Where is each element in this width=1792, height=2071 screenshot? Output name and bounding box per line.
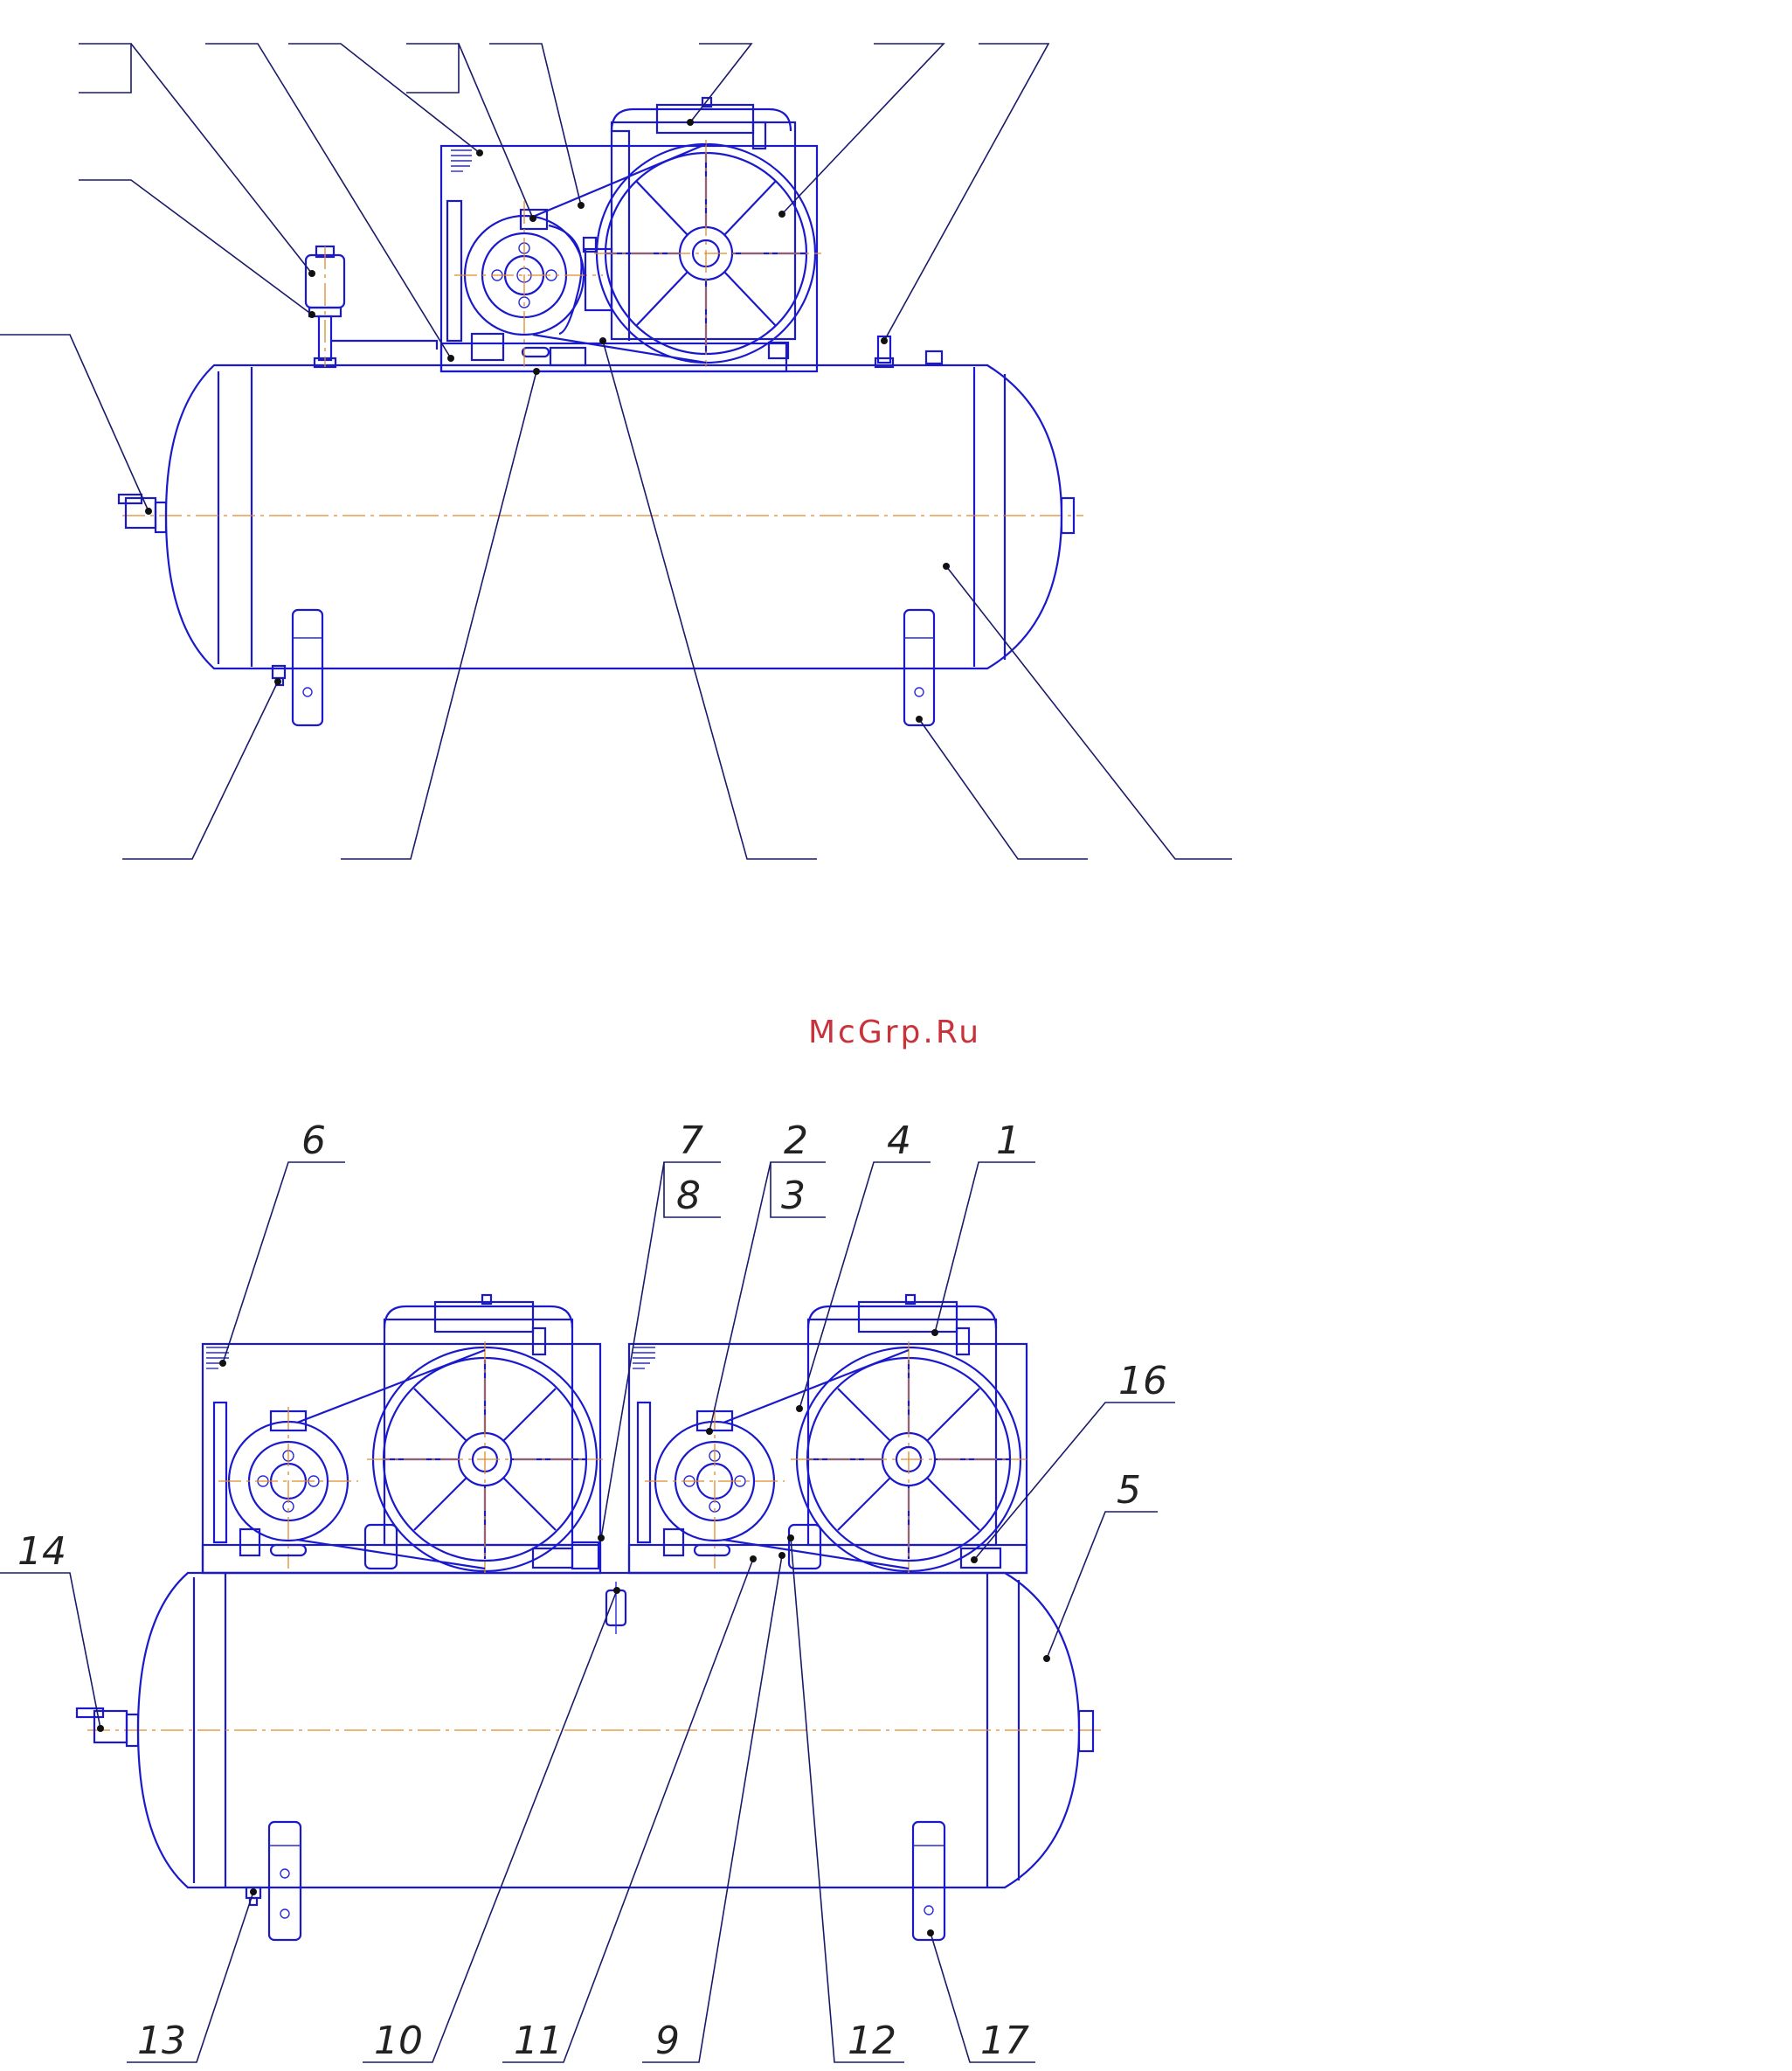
bottom-receiver-tank <box>77 1573 1101 1887</box>
callout-12: 12 <box>848 2019 896 2063</box>
bottom-left-unit <box>203 1295 603 1573</box>
callout-4: 4 <box>887 1119 911 1163</box>
top-view-leaders <box>0 44 1232 859</box>
callout-13: 13 <box>137 2019 186 2063</box>
callout-5: 5 <box>1117 1468 1141 1513</box>
watermark-text: McGrp.Ru <box>808 1015 981 1050</box>
bottom-callout-labels: 6 7 8 2 3 4 1 16 5 14 13 10 11 9 12 17 <box>17 1119 1167 2063</box>
bottom-view-twin-head: 6 7 8 2 3 4 1 16 5 14 13 10 11 9 12 17 <box>0 1119 1175 2063</box>
callout-11: 11 <box>514 2019 563 2063</box>
callout-14: 14 <box>17 1529 66 1574</box>
callout-2: 2 <box>784 1119 808 1163</box>
callout-1: 1 <box>996 1119 1021 1163</box>
callout-7: 7 <box>679 1119 703 1163</box>
bottom-view-leader-dots <box>97 1329 1050 1936</box>
callout-16: 16 <box>1118 1359 1167 1403</box>
bottom-view-leaders <box>0 1162 1175 2062</box>
top-view-single-head <box>0 44 1232 859</box>
callout-6: 6 <box>301 1119 326 1163</box>
callout-10: 10 <box>374 2019 423 2063</box>
top-compressor-unit <box>441 98 821 371</box>
bottom-tank-feet <box>246 1822 944 1940</box>
callout-8: 8 <box>676 1174 701 1218</box>
callout-3: 3 <box>781 1174 806 1218</box>
bottom-right-unit <box>629 1295 1027 1573</box>
callout-17: 17 <box>980 2019 1029 2063</box>
top-receiver-tank <box>119 365 1083 668</box>
callout-9: 9 <box>655 2019 680 2063</box>
